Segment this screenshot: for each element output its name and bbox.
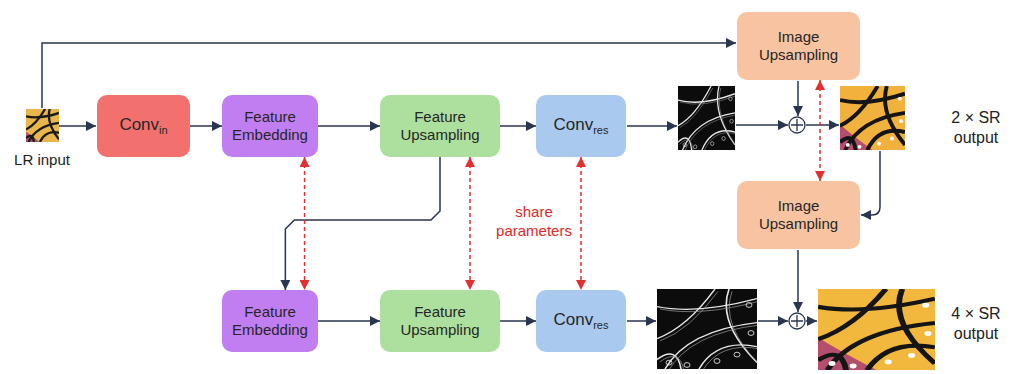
box-text: Feature Embedding <box>229 108 311 144</box>
residual-image <box>678 86 735 150</box>
subscript: res <box>593 124 608 136</box>
subscript: res <box>593 319 608 331</box>
wire <box>797 250 799 312</box>
box-text: Convres <box>554 310 609 332</box>
flow-arrow <box>500 320 536 322</box>
sr-output-image <box>818 289 935 370</box>
output-label: 4 × SR output <box>941 304 1011 344</box>
flow-arrow <box>500 125 536 127</box>
wire <box>736 124 788 126</box>
feature-embedding-box: Feature Embedding <box>222 290 318 352</box>
conv-box: Convres <box>536 290 626 352</box>
share-note: share parameters <box>496 203 572 241</box>
share-arrow <box>580 157 582 290</box>
wire <box>806 124 839 126</box>
wire <box>806 320 817 322</box>
wire <box>758 320 788 322</box>
wire <box>42 43 880 321</box>
wire <box>59 125 96 127</box>
output-label: 2 × SR output <box>941 108 1011 148</box>
input-label: LR input <box>2 151 82 170</box>
conv-box: Convin <box>97 95 190 157</box>
box-label: Conv <box>119 115 159 134</box>
share-arrow <box>304 157 306 290</box>
box-text: Feature Upsampling <box>387 303 493 339</box>
image-upsampling-box: Image Upsampling <box>737 181 860 249</box>
wire <box>627 320 656 322</box>
feature-upsampling-box: Feature Upsampling <box>380 290 500 352</box>
share-arrow <box>819 80 821 181</box>
subscript: in <box>159 124 168 136</box>
lr-image <box>26 109 59 142</box>
wire <box>797 81 799 116</box>
box-label: Feature Embedding <box>229 303 311 339</box>
box-text: Feature Upsampling <box>387 108 493 144</box>
box-label: Conv <box>554 115 594 134</box>
residual-image <box>657 289 757 369</box>
box-label: Conv <box>554 310 594 329</box>
share-arrow <box>469 157 471 290</box>
wire <box>627 125 677 127</box>
sum-symbol <box>789 117 805 133</box>
image-upsampling-box: Image Upsampling <box>737 12 860 80</box>
flow-arrow <box>285 157 440 290</box>
box-label: Feature Upsampling <box>387 303 493 339</box>
sr-output-image <box>840 86 905 150</box>
box-text: Image Upsampling <box>744 197 853 233</box>
box-label: Image Upsampling <box>744 28 853 64</box>
box-text: Image Upsampling <box>744 28 853 64</box>
feature-embedding-box: Feature Embedding <box>222 95 318 157</box>
box-text: Feature Embedding <box>229 303 311 339</box>
box-label: Feature Embedding <box>229 108 311 144</box>
flow-arrow <box>318 320 380 322</box>
box-label: Image Upsampling <box>744 197 853 233</box>
conv-box: Convres <box>536 95 626 157</box>
box-label: Feature Upsampling <box>387 108 493 144</box>
feature-upsampling-box: Feature Upsampling <box>380 95 500 157</box>
box-text: Convin <box>119 115 167 137</box>
sum-symbol <box>789 313 805 329</box>
flow-arrow <box>318 125 380 127</box>
box-text: Convres <box>554 115 609 137</box>
wire <box>861 151 880 215</box>
flow-arrow <box>190 125 222 127</box>
